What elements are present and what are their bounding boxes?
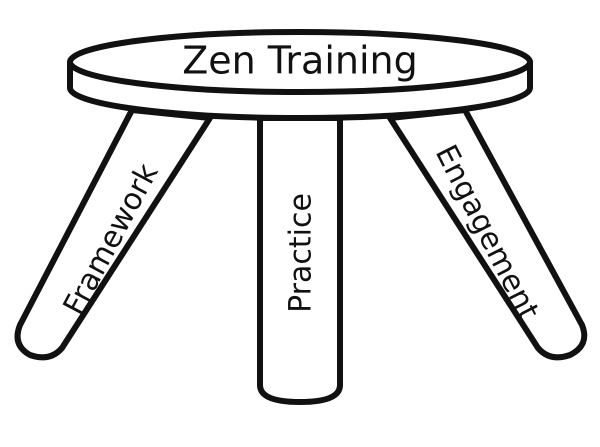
seat-label: Zen Training <box>182 39 418 83</box>
left-leg: Framework <box>14 107 213 361</box>
leg-label-practice: Practice <box>284 193 319 313</box>
middle-leg: Practice <box>257 115 343 405</box>
stool-seat: Zen Training <box>67 29 533 121</box>
right-leg: Engagement <box>387 107 588 361</box>
